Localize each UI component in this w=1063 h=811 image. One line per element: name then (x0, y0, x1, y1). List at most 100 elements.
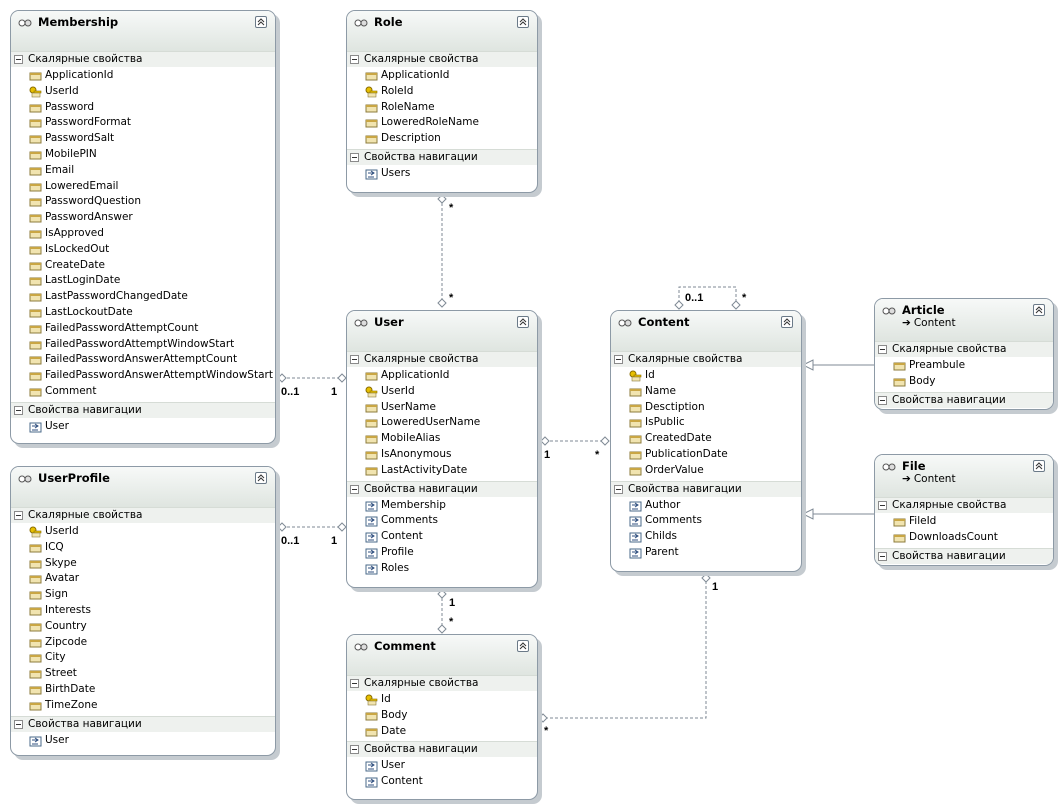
property-row[interactable]: IsApproved (11, 226, 275, 242)
property-row[interactable]: Body (875, 374, 1053, 390)
collapse-icon[interactable] (517, 640, 529, 652)
minus-icon[interactable] (614, 355, 623, 364)
property-row[interactable]: PasswordSalt (11, 131, 275, 147)
property-row[interactable]: FailedPasswordAnswerAttemptCount (11, 352, 275, 368)
property-row[interactable]: PublicationDate (611, 447, 801, 463)
navigation-row[interactable]: Profile (347, 545, 537, 561)
navigation-row[interactable]: User (11, 419, 275, 435)
navigation-row[interactable]: User (11, 733, 275, 749)
navigation-row[interactable]: Content (347, 774, 537, 790)
property-row[interactable]: Preambule (875, 358, 1053, 374)
navigation-properties-header[interactable]: Свойства навигации (347, 148, 537, 165)
minus-icon[interactable] (878, 395, 887, 405)
minus-icon[interactable] (878, 501, 887, 510)
property-row[interactable]: CreateDate (11, 258, 275, 274)
property-row[interactable]: Id (611, 368, 801, 384)
property-row[interactable]: OrderValue (611, 463, 801, 479)
property-row[interactable]: DownloadsCount (875, 530, 1053, 546)
navigation-properties-header[interactable]: Свойства навигации (875, 547, 1053, 564)
property-row[interactable]: Skype (11, 556, 275, 572)
navigation-row[interactable]: Membership (347, 498, 537, 514)
collapse-icon[interactable] (1033, 304, 1045, 316)
navigation-row[interactable]: Author (611, 498, 801, 514)
property-row[interactable]: LastActivityDate (347, 463, 537, 479)
navigation-row[interactable]: Comments (611, 513, 801, 529)
property-row[interactable]: Avatar (11, 571, 275, 587)
navigation-properties-header[interactable]: Свойства навигации (11, 401, 275, 418)
entity-membership[interactable]: Membership Скалярные свойства Applicatio… (10, 10, 276, 444)
minus-icon[interactable] (878, 551, 887, 561)
minus-icon[interactable] (350, 55, 359, 64)
minus-icon[interactable] (14, 511, 23, 520)
property-row[interactable]: LastPasswordChangedDate (11, 289, 275, 305)
minus-icon[interactable] (14, 405, 23, 415)
minus-icon[interactable] (350, 745, 359, 755)
entity-file[interactable]: File ➔Content Скалярные свойства FileId … (874, 454, 1054, 566)
collapse-icon[interactable] (517, 316, 529, 328)
property-row[interactable]: City (11, 650, 275, 666)
property-row[interactable]: Body (347, 708, 537, 724)
property-row[interactable]: UserId (347, 384, 537, 400)
scalar-properties-header[interactable]: Скалярные свойства (347, 51, 537, 67)
navigation-row[interactable]: Roles (347, 561, 537, 577)
minus-icon[interactable] (350, 484, 359, 494)
property-row[interactable]: Password (11, 100, 275, 116)
property-row[interactable]: Zipcode (11, 635, 275, 651)
property-row[interactable]: Desctiption (611, 400, 801, 416)
property-row[interactable]: LoweredRoleName (347, 115, 537, 131)
navigation-properties-header[interactable]: Свойства навигации (611, 480, 801, 497)
property-row[interactable]: LastLockoutDate (11, 305, 275, 321)
collapse-icon[interactable] (781, 316, 793, 328)
scalar-properties-header[interactable]: Скалярные свойства (347, 351, 537, 367)
minus-icon[interactable] (350, 355, 359, 364)
property-row[interactable]: Date (347, 724, 537, 740)
scalar-properties-header[interactable]: Скалярные свойства (875, 341, 1053, 357)
navigation-properties-header[interactable]: Свойства навигации (875, 391, 1053, 408)
minus-icon[interactable] (14, 55, 23, 64)
property-row[interactable]: BirthDate (11, 682, 275, 698)
entity-article[interactable]: Article ➔Content Скалярные свойства Prea… (874, 298, 1054, 410)
collapse-icon[interactable] (1033, 460, 1045, 472)
property-row[interactable]: PasswordQuestion (11, 194, 275, 210)
scalar-properties-header[interactable]: Скалярные свойства (611, 351, 801, 367)
entity-role[interactable]: Role Скалярные свойства ApplicationId Ro… (346, 10, 538, 193)
entity-comment[interactable]: Comment Скалярные свойства Id Body Date … (346, 634, 538, 800)
entity-userprofile[interactable]: UserProfile Скалярные свойства UserId IC… (10, 466, 276, 756)
navigation-row[interactable]: Childs (611, 529, 801, 545)
property-row[interactable]: MobileAlias (347, 431, 537, 447)
collapse-icon[interactable] (255, 472, 267, 484)
property-row[interactable]: PasswordFormat (11, 115, 275, 131)
property-row[interactable]: TimeZone (11, 698, 275, 714)
minus-icon[interactable] (350, 679, 359, 688)
property-row[interactable]: Comment (11, 384, 275, 400)
property-row[interactable]: Email (11, 163, 275, 179)
property-row[interactable]: Sign (11, 587, 275, 603)
property-row[interactable]: RoleName (347, 100, 537, 116)
property-row[interactable]: IsLockedOut (11, 242, 275, 258)
property-row[interactable]: LoweredEmail (11, 179, 275, 195)
property-row[interactable]: Name (611, 384, 801, 400)
minus-icon[interactable] (14, 719, 23, 729)
property-row[interactable]: ICQ (11, 540, 275, 556)
property-row[interactable]: FileId (875, 514, 1053, 530)
property-row[interactable]: UserName (347, 400, 537, 416)
scalar-properties-header[interactable]: Скалярные свойства (347, 675, 537, 691)
property-row[interactable]: FailedPasswordAnswerAttemptWindowStart (11, 368, 275, 384)
property-row[interactable]: LoweredUserName (347, 415, 537, 431)
minus-icon[interactable] (350, 152, 359, 162)
property-row[interactable]: Interests (11, 603, 275, 619)
minus-icon[interactable] (878, 345, 887, 354)
navigation-row[interactable]: Users (347, 166, 537, 182)
property-row[interactable]: MobilePIN (11, 147, 275, 163)
property-row[interactable]: ApplicationId (11, 68, 275, 84)
property-row[interactable]: Street (11, 666, 275, 682)
property-row[interactable]: FailedPasswordAttemptCount (11, 321, 275, 337)
property-row[interactable]: Id (347, 692, 537, 708)
collapse-icon[interactable] (517, 16, 529, 28)
navigation-properties-header[interactable]: Свойства навигации (347, 741, 537, 758)
navigation-properties-header[interactable]: Свойства навигации (347, 480, 537, 497)
property-row[interactable]: RoleId (347, 84, 537, 100)
property-row[interactable]: LastLoginDate (11, 273, 275, 289)
navigation-row[interactable]: Content (347, 529, 537, 545)
navigation-row[interactable]: User (347, 758, 537, 774)
